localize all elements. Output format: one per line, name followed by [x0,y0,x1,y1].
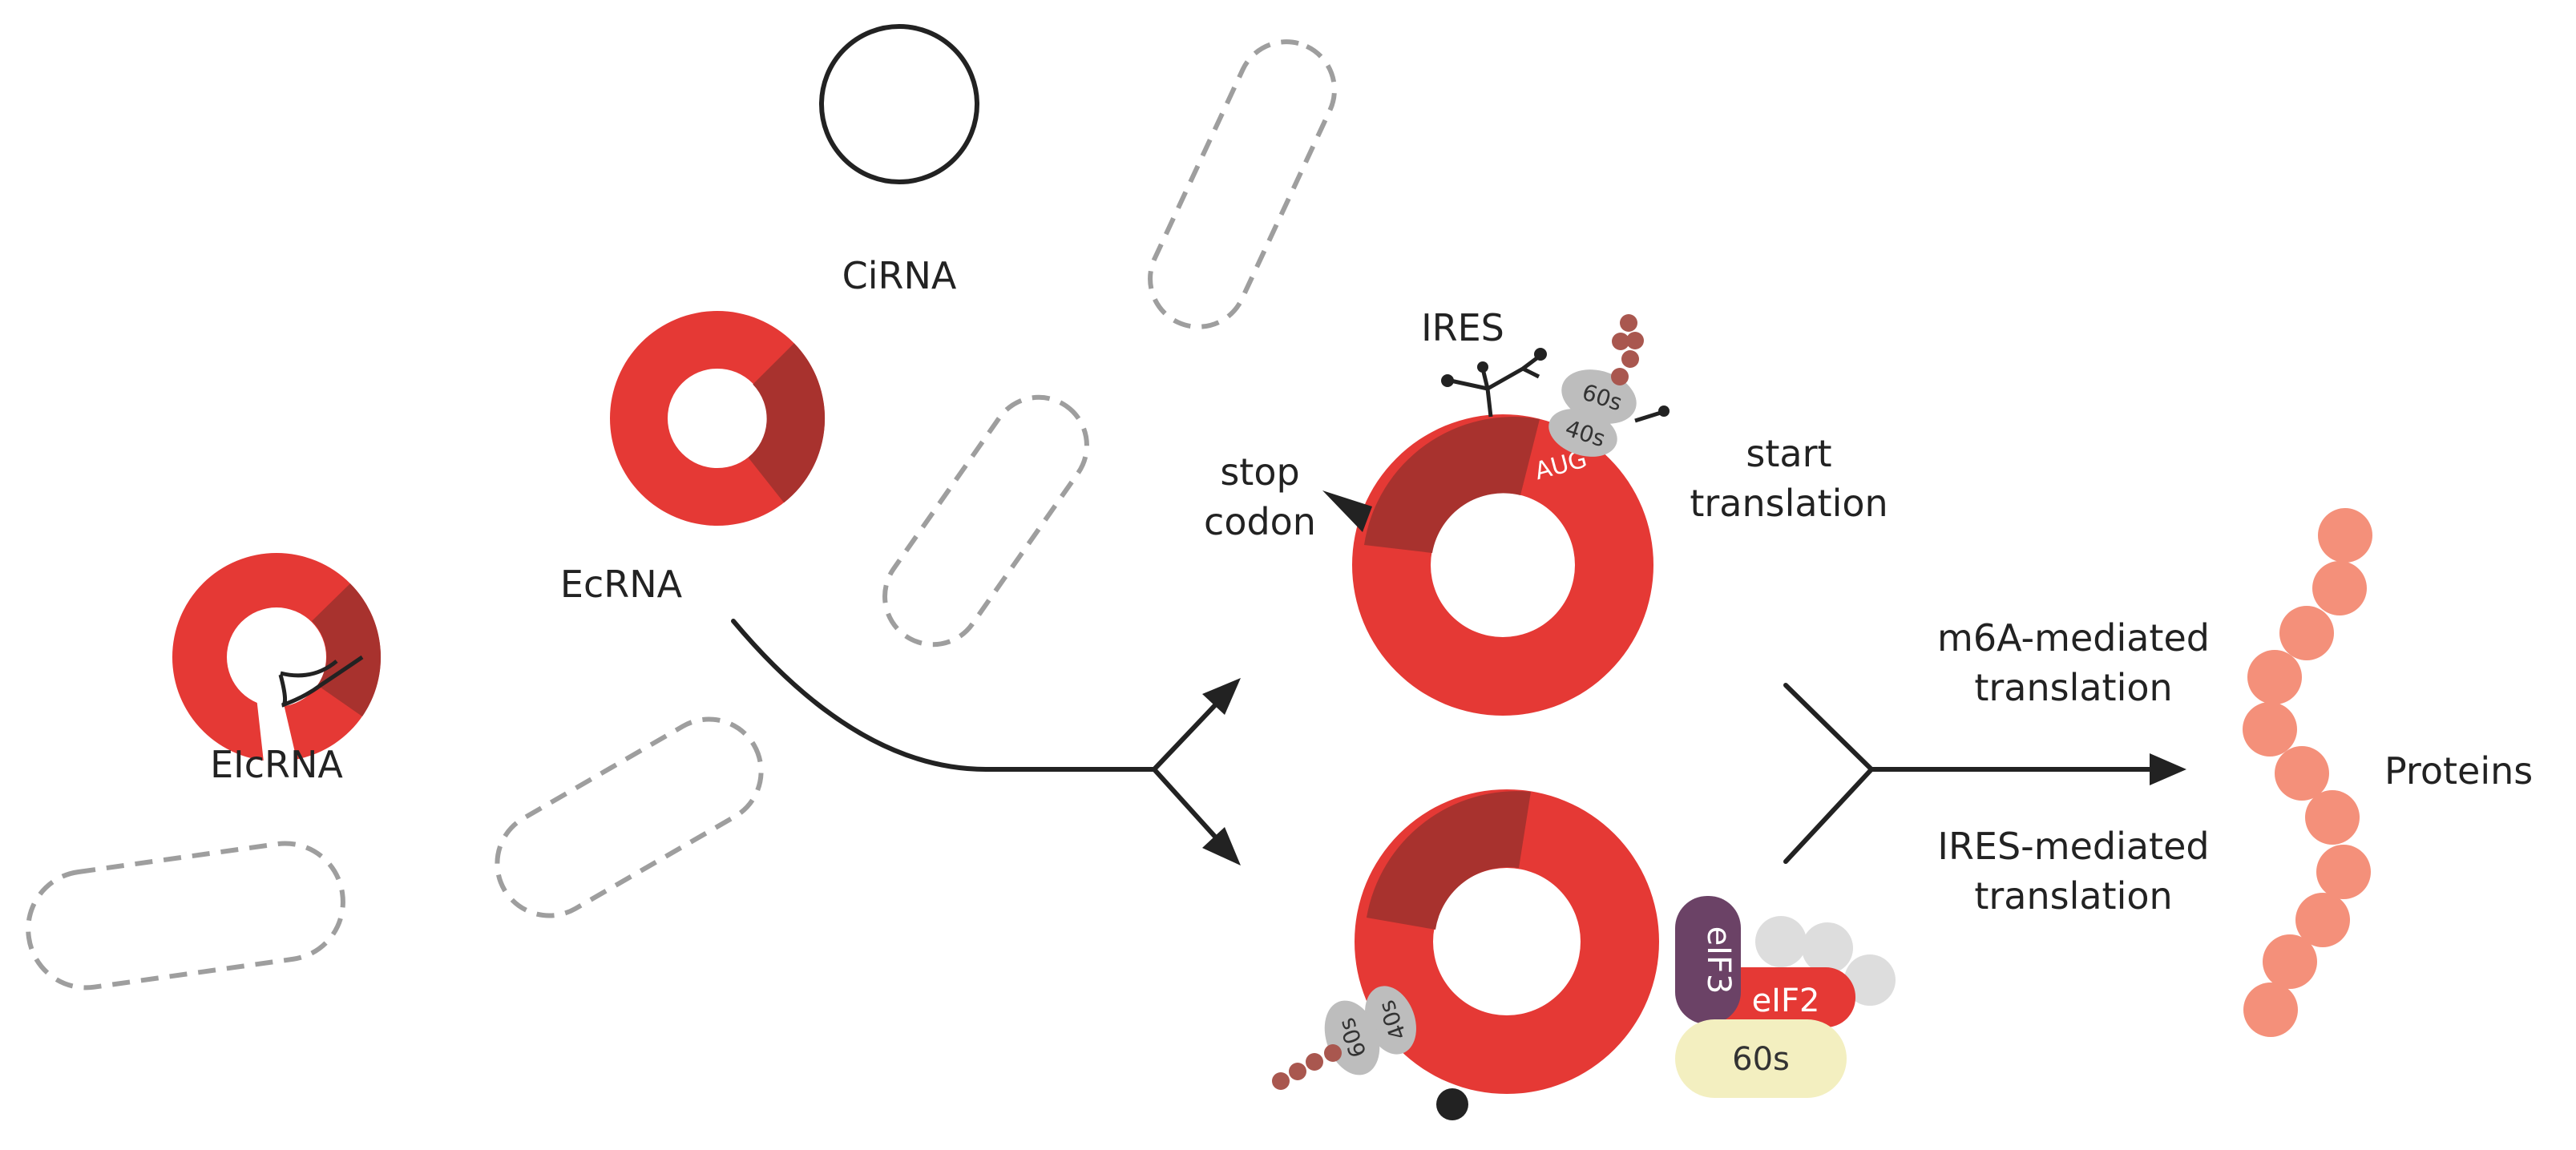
peptide-bead [1620,314,1637,332]
lower-ring-marker [1436,1088,1468,1120]
ires-knob-3 [1477,361,1488,373]
branch-arrow-upper-head [1202,678,1241,715]
circ-rna-label: CiRNA [842,254,957,297]
protein-bead [2318,508,2372,563]
lower-peptide-chain [1272,1044,1342,1090]
branch-arrow [731,619,1233,856]
protein-bead [2243,983,2298,1037]
peptide-bead [1306,1053,1323,1071]
proteins-label: Proteins [2384,749,2533,793]
upper-circ-rna: AUG IRES 60s 40s [1322,306,1670,716]
light-gray-subunit-1 [1755,916,1807,967]
light-gray-subunit-2 [1802,922,1853,974]
protein-bead [2316,845,2371,899]
ires-label: IRES [1421,306,1504,349]
merge-arrow [1783,683,2158,864]
ires-mediated-label-1: IRES-mediated [1937,825,2209,868]
dashed-shape-middle [882,394,1089,648]
m6a-label-2: translation [1974,666,2172,709]
merge-arrow-upper [1783,683,1874,772]
protein-chain [2243,508,2372,1037]
m6a-label-1: m6A-mediated [1937,616,2210,660]
upper-ribosome: 60s 40s [1548,369,1670,457]
lower-ring-dark-segment [1367,791,1531,930]
circ-rna-ring [819,24,979,184]
upper-peptide-chain [1611,314,1644,385]
big-60s-shape [1675,1019,1847,1098]
eif3-label: eIF3 [1700,926,1737,995]
eic-rna-linker [278,655,364,708]
dashed-shape-left [26,841,345,991]
upper-ribosome-40s [1548,409,1617,457]
lower-circ-rna: 40s 60s [1272,789,1659,1120]
dashed-shape-lower [495,716,764,918]
ires-stem [1450,355,1540,418]
merge-arrow-lower [1783,767,1874,864]
protein-bead [2295,893,2350,947]
light-gray-subunit-3 [1844,954,1896,1006]
ires-knob-1 [1441,374,1454,387]
start-translation-label-2: translation [1690,482,1888,525]
protein-bead [2263,934,2317,989]
dashed-shape-top [1148,39,1337,329]
protein-bead [2312,561,2367,615]
protein-bead [2247,650,2302,704]
merge-arrow-head [2150,753,2186,785]
protein-bead [2279,606,2334,660]
protein-bead [2275,746,2329,801]
branch-arrow-lower-head [1202,827,1241,866]
eic-rna [172,553,382,769]
eif2-label: eIF2 [1752,983,1820,1019]
ires-structure [1450,355,1540,418]
ires-knob-2 [1534,348,1547,361]
peptide-bead [1626,332,1644,349]
upper-ribosome-tail [1634,410,1661,423]
branch-arrow-stem [731,619,1157,772]
stop-codon-label-1: stop [1220,450,1299,494]
peptide-bead [1324,1044,1342,1062]
peptide-bead [1289,1063,1306,1080]
ec-rna-label: EcRNA [560,563,683,606]
ec-rna-dark-segment [748,343,826,503]
background-dashed-shapes [26,39,1337,991]
ires-mediated-label-2: translation [1974,874,2172,918]
peptide-bead [1272,1072,1290,1090]
stop-codon-label-2: codon [1204,500,1316,543]
peptide-bead [1621,350,1639,368]
eic-rna-gap [256,697,298,769]
ec-rna [610,311,826,526]
protein-bead [2305,790,2360,845]
start-translation-label-1: start [1746,432,1831,475]
stop-codon-pointer [1322,490,1372,532]
protein-bead [2243,702,2297,757]
upper-ring-dark-segment [1364,417,1540,553]
eic-rna-label: EIcRNA [210,743,343,786]
peptide-bead [1611,368,1629,385]
eif2-shape [1703,967,1855,1027]
peptide-bead [1612,333,1629,350]
eif3-shape [1675,896,1741,1024]
initiation-factors: eIF2 eIF3 60s [1675,896,1896,1098]
eic-rna-dark-segment [312,583,382,716]
upper-ribosome-tail-knob [1658,406,1670,417]
eic-rna-intron-link [280,660,338,678]
big-60s-label: 60s [1732,1041,1790,1078]
